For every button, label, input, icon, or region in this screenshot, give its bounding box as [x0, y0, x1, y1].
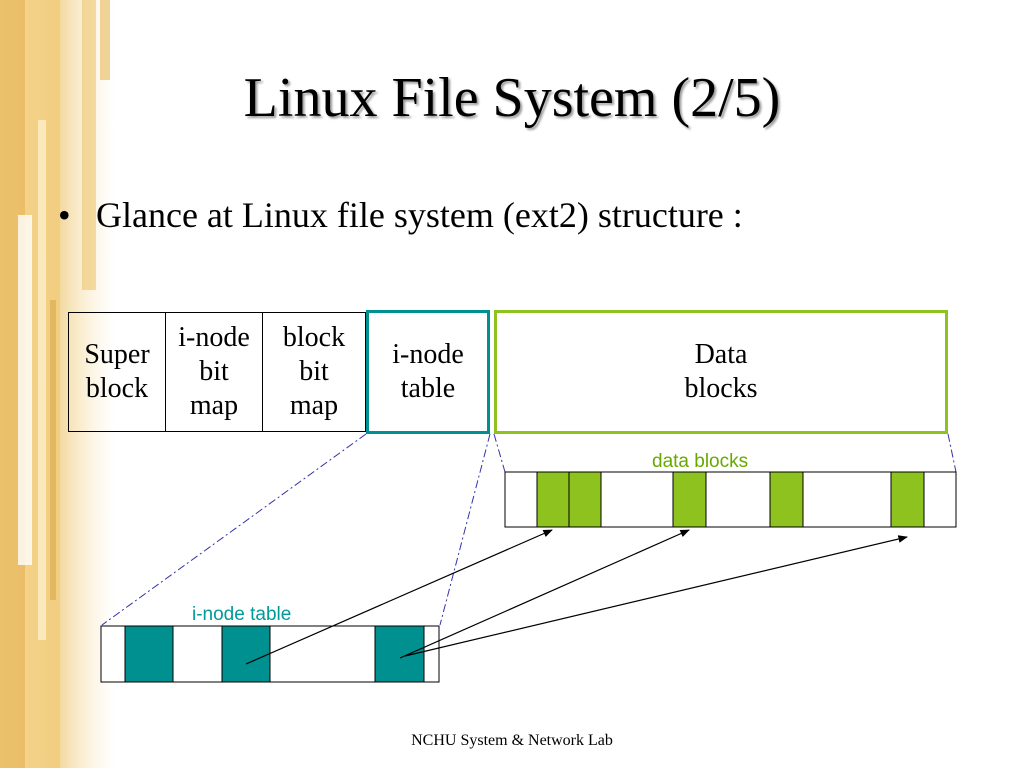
inode-cell	[124, 625, 174, 683]
inode-cell	[221, 625, 271, 683]
expansion-guides	[101, 433, 957, 626]
data-block-cell	[672, 471, 707, 528]
inode-table-caption: i-node table	[192, 604, 292, 625]
data-block-cell	[890, 471, 925, 528]
block-bitmap-box: block bit map	[262, 312, 366, 432]
data-block-cell	[568, 471, 602, 528]
pointer-arrows	[245, 529, 908, 665]
data-block-cell	[769, 471, 804, 528]
bullet-item: • Glance at Linux file system (ext2) stru…	[58, 194, 743, 236]
bullet-dot: •	[58, 195, 71, 235]
bullet-text: Glance at Linux file system (ext2) struc…	[96, 195, 743, 235]
decorative-gold-strip	[0, 0, 115, 768]
inode-cell	[374, 625, 425, 683]
inode-table-box: i-node table	[366, 310, 490, 434]
footer-text: NCHU System & Network Lab	[411, 732, 613, 749]
data-blocks-caption: data blocks	[652, 451, 749, 472]
data-block-cell	[536, 471, 570, 528]
data-blocks-strip	[504, 471, 957, 528]
slide-title: Linux File System (2/5)	[243, 67, 781, 129]
data-blocks-box: Data blocks	[494, 310, 948, 434]
